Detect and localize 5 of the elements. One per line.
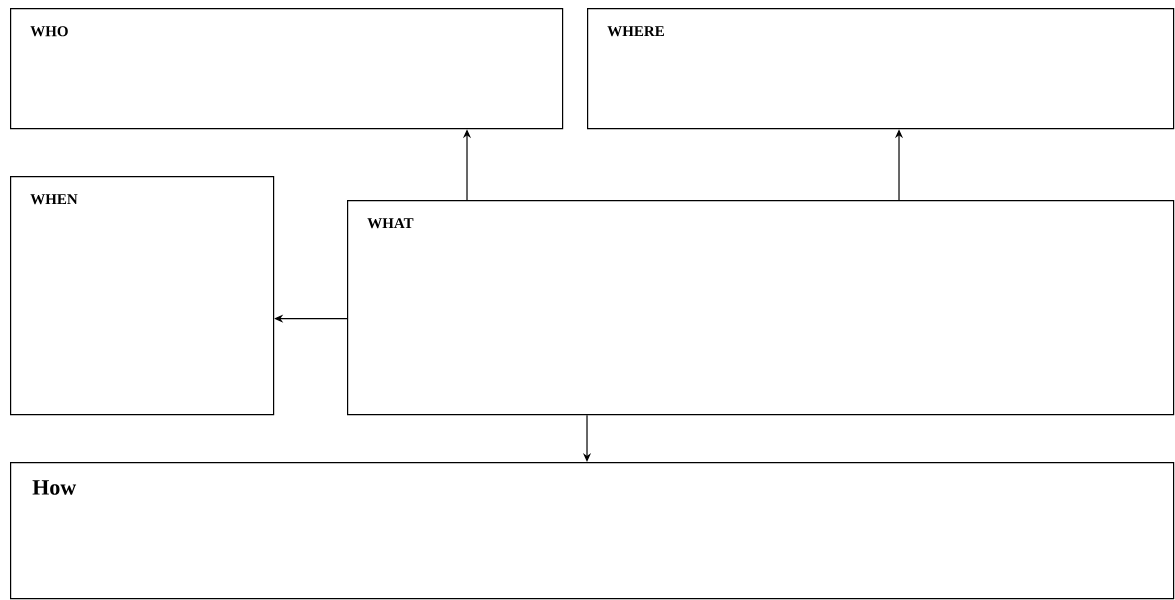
text-box: WHERE (587, 8, 1175, 130)
text-box: WHAT (347, 200, 1175, 416)
text-box: WHO (10, 8, 564, 130)
text-box: WHEN (10, 176, 275, 416)
text-box: How (10, 462, 1175, 600)
